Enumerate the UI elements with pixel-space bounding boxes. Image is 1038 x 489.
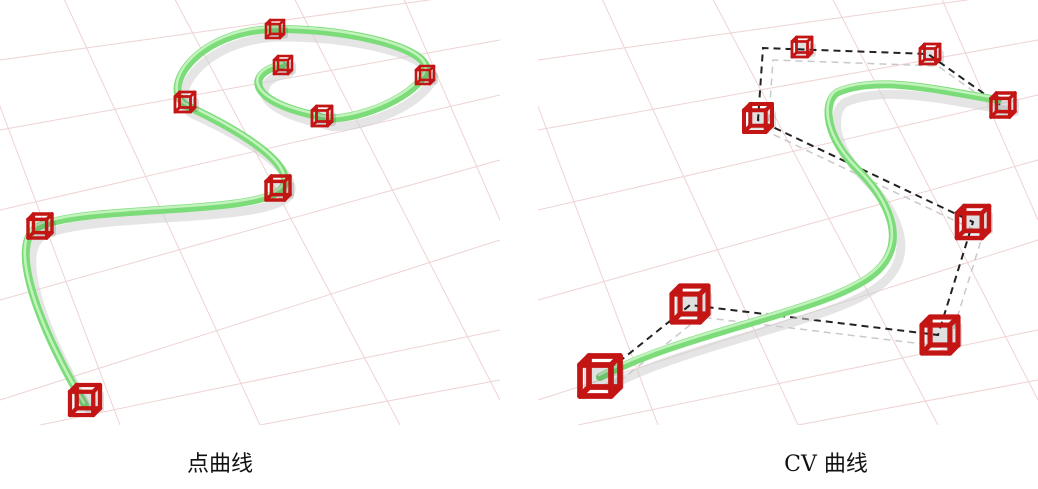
point-handles [26, 18, 438, 418]
control-point-handle[interactable] [272, 54, 296, 76]
control-point-handle[interactable] [310, 104, 336, 128]
cv-curve-caption: CV 曲线 [784, 452, 868, 477]
control-point-handle[interactable] [918, 42, 944, 66]
control-point-handle[interactable] [742, 102, 776, 134]
control-point-handle[interactable] [264, 18, 288, 40]
point-curve-panel [0, 0, 500, 425]
control-point-handle[interactable] [414, 64, 438, 86]
cv-handles [577, 35, 1019, 399]
control-point-handle[interactable] [669, 283, 712, 325]
control-point-handle[interactable] [577, 353, 624, 399]
control-point-handle[interactable] [67, 382, 104, 418]
control-point-handle[interactable] [954, 203, 993, 241]
control-point-handle[interactable] [790, 35, 816, 59]
control-point-handle[interactable] [919, 314, 962, 356]
control-point-handle[interactable] [264, 174, 294, 202]
control-point-handle[interactable] [989, 91, 1019, 119]
curve-highlight [597, 81, 999, 377]
control-polygon [599, 46, 1001, 378]
cv-curve-viewport [538, 0, 1038, 425]
point-curve-viewport [0, 0, 500, 425]
point-curve-caption: 点曲线 [186, 452, 254, 477]
cv-curve-panel [538, 0, 1038, 425]
control-point-handle[interactable] [26, 212, 56, 240]
control-point-handle[interactable] [173, 90, 199, 114]
